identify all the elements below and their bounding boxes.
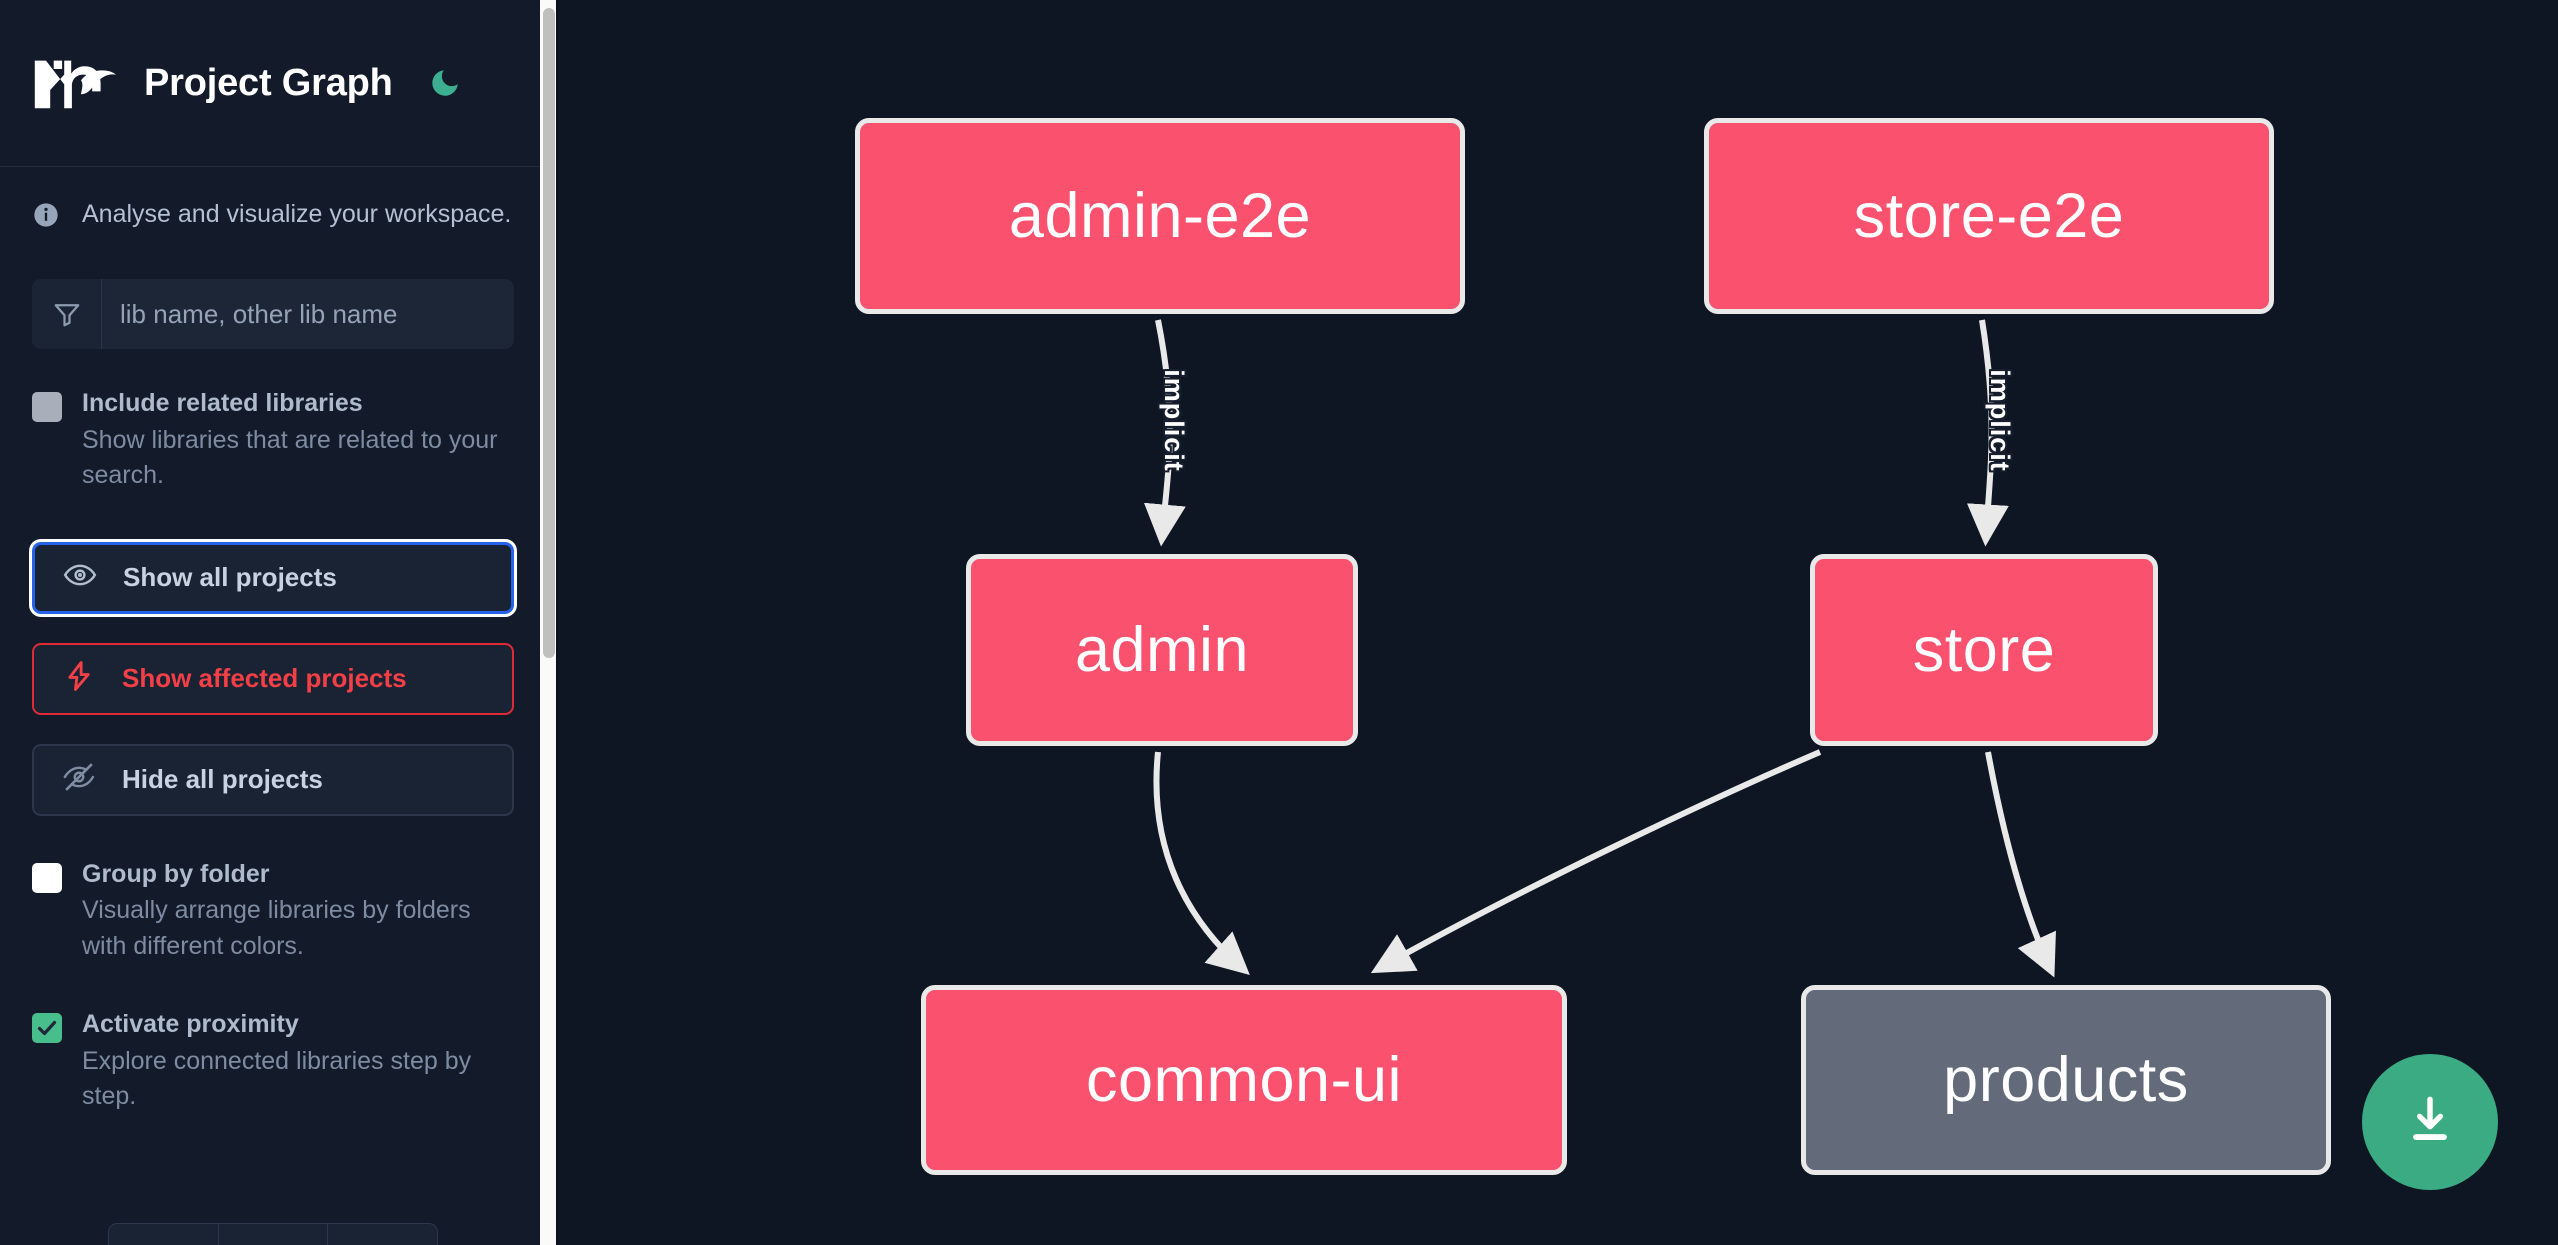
bottom-segmented-control[interactable]: [108, 1223, 438, 1245]
info-banner: Analyse and visualize your workspace.: [0, 167, 546, 229]
eye-icon: [63, 558, 97, 597]
edge-store-products: [1985, 751, 2056, 978]
nx-logo-icon: [32, 55, 116, 111]
checkbox-activate-proximity[interactable]: Activate proximity Explore connected lib…: [0, 1008, 546, 1115]
hide-all-projects-label: Hide all projects: [122, 764, 323, 794]
graph-node-store[interactable]: store: [1810, 554, 2158, 746]
checkbox-label: Include related libraries: [82, 389, 363, 417]
sidebar: Project Graph Analyse and visualize yo: [0, 0, 558, 1245]
sidebar-scrollbar-track[interactable]: [540, 0, 558, 1245]
sidebar-divider: [556, 0, 558, 1245]
show-all-projects-label: Show all projects: [123, 562, 337, 592]
moon-icon[interactable]: [425, 63, 465, 103]
edge-admin-common-ui: [1153, 751, 1250, 975]
checkbox-label: Activate proximity: [82, 1010, 299, 1038]
show-affected-projects-label: Show affected projects: [122, 663, 407, 693]
hide-all-projects-button[interactable]: Hide all projects: [32, 743, 514, 816]
checkbox-label: Group by folder: [82, 859, 270, 888]
edge-store-e2e-store: [1966, 319, 2009, 547]
segment-1[interactable]: [109, 1224, 219, 1245]
edge-store-common-ui: [1370, 749, 1822, 974]
graph-node-products[interactable]: products: [1801, 985, 2331, 1175]
graph-node-admin[interactable]: admin: [966, 554, 1358, 746]
show-all-projects-button[interactable]: Show all projects: [32, 541, 514, 614]
graph-canvas[interactable]: implicit implicit admin-e2e store-e2e ad…: [558, 0, 2558, 1245]
filter-box: [32, 279, 514, 349]
graph-node-admin-e2e[interactable]: admin-e2e: [855, 118, 1465, 314]
checkbox-description: Visually arrange libraries by folders wi…: [82, 896, 471, 960]
checkbox-box[interactable]: [32, 862, 62, 893]
checkbox-include-related-libraries[interactable]: Include related libraries Show libraries…: [0, 387, 546, 494]
sidebar-scroll-area: Project Graph Analyse and visualize yo: [0, 0, 546, 1245]
info-circle-icon: [32, 201, 60, 229]
segment-3[interactable]: [328, 1224, 437, 1245]
funnel-icon: [32, 279, 102, 349]
eye-off-icon: [62, 760, 96, 799]
graph-edges: [1143, 319, 2056, 978]
checkbox-box[interactable]: [32, 1013, 62, 1043]
graph-node-common-ui[interactable]: common-ui: [921, 985, 1567, 1175]
search-input[interactable]: [102, 279, 514, 349]
download-button[interactable]: [2362, 1054, 2498, 1190]
project-visibility-buttons: Show all projects Show affected projects: [0, 541, 546, 816]
checkbox-box[interactable]: [32, 392, 62, 422]
sidebar-header: Project Graph: [0, 0, 546, 167]
download-icon: [2399, 1089, 2461, 1156]
page-title: Project Graph: [144, 61, 393, 104]
graph-node-store-e2e[interactable]: store-e2e: [1704, 118, 2274, 314]
lightning-bolt-icon: [62, 659, 96, 698]
sidebar-scrollbar-thumb[interactable]: [543, 8, 555, 658]
edge-admin-e2e-admin: [1143, 319, 1186, 547]
checkbox-description: Explore connected libraries step by step…: [82, 1046, 472, 1111]
show-affected-projects-button[interactable]: Show affected projects: [32, 642, 514, 715]
checkbox-group-by-folder[interactable]: Group by folder Visually arrange librari…: [0, 858, 546, 965]
checkbox-description: Show libraries that are related to your …: [82, 425, 498, 490]
segment-2[interactable]: [219, 1224, 329, 1245]
info-text: Analyse and visualize your workspace.: [82, 200, 512, 228]
